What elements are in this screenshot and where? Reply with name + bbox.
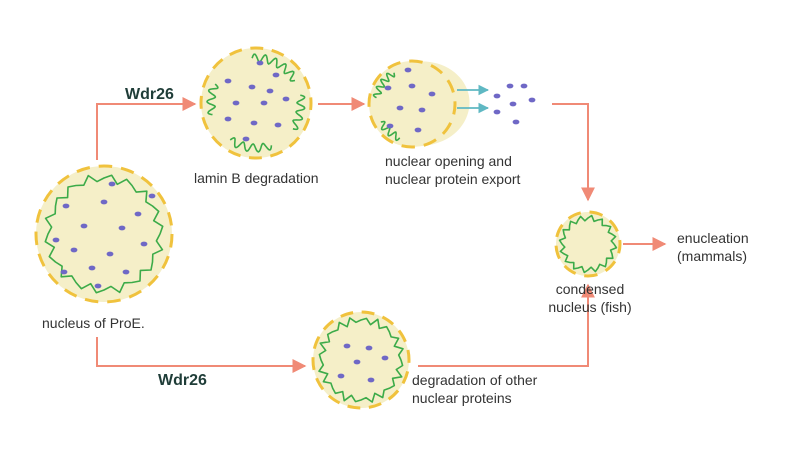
nuclear-protein xyxy=(250,120,258,126)
nuclear-protein xyxy=(70,247,78,253)
exported-protein xyxy=(493,109,501,115)
nucleus-membrane xyxy=(554,210,622,278)
nucleus-membrane xyxy=(311,310,411,410)
nuclear-protein xyxy=(224,116,232,122)
nucleus-membrane xyxy=(199,46,313,160)
laminb-label: lamin B degradation xyxy=(194,170,319,186)
wdr26-label-top: Wdr26 xyxy=(125,86,174,103)
other-degradation-label-line-1: degradation of other xyxy=(412,372,538,388)
lamin-b-fiber xyxy=(380,120,401,142)
exported-proteins xyxy=(493,83,536,125)
wdr26-label-bottom: Wdr26 xyxy=(158,372,207,389)
exported-protein xyxy=(512,119,520,125)
exported-protein xyxy=(509,101,517,107)
lamin-b-fiber xyxy=(558,214,618,274)
condensed-label-line-2: nucleus (fish) xyxy=(548,299,632,315)
enucleation-label-line-2: (mammals) xyxy=(677,248,747,264)
arrow-wdr26-top xyxy=(96,97,197,160)
nucleus-body xyxy=(369,61,455,147)
nuclear-protein xyxy=(88,265,96,271)
nuclear-protein xyxy=(381,355,389,361)
nuclear-protein xyxy=(337,373,345,379)
other-degradation-label-line-2: nuclear proteins xyxy=(412,390,512,406)
nucleus-body xyxy=(36,166,172,302)
nucleus-condensed xyxy=(554,210,622,278)
nuclear-protein xyxy=(60,269,68,275)
nuclear-protein xyxy=(256,60,264,66)
nuclear-protein xyxy=(122,269,130,275)
lamin-b-fiber xyxy=(318,317,404,403)
nuclear-protein xyxy=(232,100,240,106)
nuclear-protein xyxy=(274,122,282,128)
nucleus-proe xyxy=(34,164,174,304)
nuclear-protein xyxy=(428,91,436,97)
nuclear-protein xyxy=(386,123,394,129)
nuclear-protein xyxy=(94,283,102,289)
nuclear-protein xyxy=(404,67,412,73)
arrow-other-to-condensed xyxy=(418,283,595,367)
nuclear-protein xyxy=(353,359,361,365)
nuclear-protein xyxy=(140,241,148,247)
lamin-b-fiber xyxy=(206,83,219,116)
nuclear-protein xyxy=(100,199,108,205)
nuclear-protein xyxy=(272,72,280,78)
arrow-wdr26-bottom xyxy=(96,337,307,373)
nuclear-protein xyxy=(343,343,351,349)
nucleus-laminb-degradation xyxy=(199,46,313,160)
other-degradation-label: degradation of other nuclear proteins xyxy=(412,371,537,407)
nucleus-body xyxy=(313,312,409,408)
nuclear-protein xyxy=(134,211,142,217)
lamin-b-fiber xyxy=(44,174,164,294)
exported-protein xyxy=(528,97,536,103)
nuclear-protein xyxy=(80,223,88,229)
exported-protein xyxy=(520,83,528,89)
nuclear-protein xyxy=(365,345,373,351)
proe-label: nucleus of ProE. xyxy=(42,315,145,331)
nuclear-protein xyxy=(148,193,156,199)
opening-label-line-1: nuclear opening and xyxy=(385,153,512,169)
nucleus-opening xyxy=(367,59,470,149)
nuclear-protein xyxy=(260,100,268,106)
nucleus-membrane xyxy=(34,164,174,304)
nuclear-protein xyxy=(396,105,404,111)
nucleus-body xyxy=(556,212,620,276)
opening-label: nuclear opening and nuclear protein expo… xyxy=(385,152,520,188)
exported-protein xyxy=(506,83,514,89)
nuclear-protein xyxy=(266,88,274,94)
nuclear-protein xyxy=(414,127,422,133)
nuclear-protein xyxy=(62,203,70,209)
lamin-b-fiber xyxy=(372,72,396,99)
nucleus-membrane xyxy=(367,59,457,149)
nuclear-protein xyxy=(224,78,232,84)
nuclear-protein xyxy=(108,181,116,187)
nuclear-protein xyxy=(282,96,290,102)
nuclear-protein xyxy=(384,85,392,91)
condensed-label: condensed nucleus (fish) xyxy=(542,280,638,316)
nucleus-other-degradation xyxy=(311,310,411,410)
lamin-b-fiber xyxy=(229,137,273,153)
enucleation-label-line-1: enucleation xyxy=(677,230,749,246)
nuclear-protein xyxy=(52,237,60,243)
arrow-export-to-condensed xyxy=(552,103,595,202)
nuclear-protein xyxy=(106,251,114,257)
nuclear-protein xyxy=(118,225,126,231)
nuclear-protein xyxy=(242,136,250,142)
nuclear-protein xyxy=(418,107,426,113)
opening-label-line-2: nuclear protein export xyxy=(385,171,521,187)
nuclear-protein xyxy=(408,83,416,89)
lamin-b-fiber xyxy=(292,94,306,131)
nuclear-protein xyxy=(248,84,256,90)
nuclear-protein xyxy=(367,377,375,383)
condensed-label-line-1: condensed xyxy=(555,281,625,297)
exported-protein xyxy=(493,93,501,99)
enucleation-label: enucleation (mammals) xyxy=(677,229,749,265)
nucleus-body xyxy=(201,48,311,158)
